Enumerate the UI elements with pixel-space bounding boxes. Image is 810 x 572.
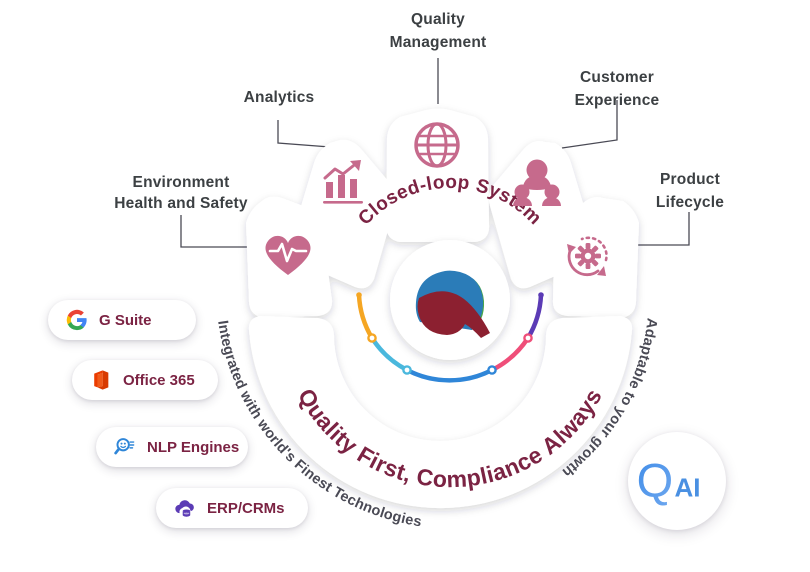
segment-quality-management[interactable] [386, 108, 490, 243]
outer-labels: Environment Health and Safety Analytics … [114, 11, 724, 212]
qai-letter-q: Q [637, 457, 674, 506]
label-environment-health-safety: Environment Health and Safety [114, 174, 248, 212]
segment-bottom-arc[interactable] [248, 316, 633, 509]
label-qm-line2: Management [390, 34, 487, 51]
heart-pulse-icon [265, 235, 311, 275]
label-quality-management: Quality Management [390, 11, 487, 51]
qai-badge[interactable]: Q AI [628, 432, 726, 530]
qualityze-leaf-q-logo [415, 270, 490, 338]
people-group-icon [513, 159, 561, 206]
progress-node-end [538, 292, 544, 298]
logo-maroon-body [417, 291, 490, 338]
tech-chip-label-office-365: Office 365 [123, 371, 195, 389]
label-analytics: Analytics [244, 89, 315, 106]
progress-pink-segment [489, 335, 531, 373]
petal-shape-quality-management [386, 108, 490, 242]
progress-node-4 [523, 333, 533, 343]
tech-chip-label-nlp-engines: NLP Engines [147, 438, 240, 456]
petal-shape-analytics [289, 139, 397, 289]
label-cx-line1: Customer [580, 69, 654, 86]
google-g-icon [66, 309, 87, 331]
label-pl-line2: Lifecycle [656, 194, 724, 211]
label-ehs-line1: Environment [133, 174, 230, 191]
label-customer-experience: Customer Experience [575, 69, 660, 109]
globe-icon [414, 122, 460, 168]
progress-node-3 [487, 365, 497, 375]
cloud-database-icon [175, 500, 194, 517]
label-pl-line1: Product [660, 171, 720, 188]
label-product-lifecycle: Product Lifecycle [656, 171, 724, 211]
segment-analytics[interactable] [289, 139, 397, 289]
tech-chip-g-suite[interactable]: G Suite [48, 300, 196, 340]
connector-environment-health-safety [180, 215, 252, 248]
tech-chip-office-365[interactable]: Office 365 [72, 360, 218, 400]
gear-cycle-icon [567, 236, 608, 277]
bar-chart-trend-icon [323, 160, 363, 204]
magnifier-nlp-icon [114, 438, 135, 455]
label-cx-line2: Experience [575, 92, 660, 109]
tech-chip-label-erp-crms: ERP/CRMs [207, 499, 285, 517]
progress-purple-segment [525, 292, 544, 341]
connector-product-lifecycle [630, 212, 690, 246]
connector-lines [180, 58, 690, 248]
connector-customer-experience [561, 100, 618, 149]
microsoft-office-icon [94, 370, 109, 390]
tech-chip-erp-crms[interactable]: ERP/CRMs [156, 488, 308, 528]
label-analytics-line1: Analytics [244, 89, 315, 106]
progress-orange-segment [356, 292, 375, 341]
progress-node-2 [402, 365, 412, 375]
progress-blue-segment [404, 367, 495, 383]
connector-analytics [277, 120, 331, 148]
tech-chip-label-g-suite: G Suite [99, 311, 152, 329]
progress-cyan-segment [369, 335, 410, 373]
tech-chip-nlp-engines[interactable]: NLP Engines [96, 427, 248, 467]
label-ehs-line2: Health and Safety [114, 195, 248, 212]
qai-letters-ai: AI [674, 472, 700, 502]
progress-node-1 [367, 333, 377, 343]
label-qm-line1: Quality [411, 11, 465, 28]
progress-ring [356, 292, 544, 383]
progress-node-start [356, 292, 362, 298]
qai-logo: Q AI [637, 457, 701, 506]
petal-shape-bottom-arc [248, 316, 633, 509]
